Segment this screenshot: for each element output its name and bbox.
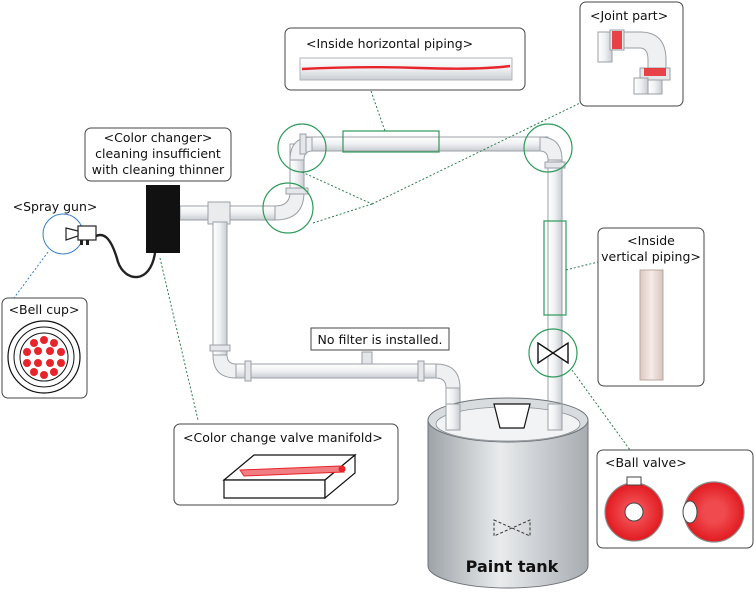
bell-cup-leader [13,251,49,299]
inside-horizontal-piping-title: <Inside horizontal piping> [306,36,473,51]
joint-part-callout: <Joint part> [579,1,684,107]
ball-valve-title: <Ball valve> [605,455,687,470]
joint-part-title: <Joint part> [590,8,668,23]
paint-residue-line [301,64,511,71]
paint-tank: Paint tank [427,397,589,589]
piping-network [179,133,566,441]
ball-valve-callout: <Ball valve> [596,449,754,549]
inside-horizontal-piping-callout: <Inside horizontal piping> [284,27,526,91]
no-filter-label: No filter is installed. [318,332,443,347]
inside-vertical-piping-title-line2: vertical piping> [601,249,701,264]
ball-valve-symbol [537,341,569,365]
bell-cup-title: <Bell cup> [9,302,80,317]
spray-gun-icon [65,225,97,245]
color-changer-unit [146,185,180,253]
paint-tank-label: Paint tank [466,557,559,576]
ball-valve-closed-icon [682,481,745,543]
bell-cup-icon [7,320,81,394]
bell-cup-callout: <Bell cup> [1,297,88,399]
color-changer-note-line2: with cleaning thinner [92,162,225,177]
color-change-valve-manifold-title: <Color change valve manifold> [183,430,383,445]
vertical-pipe-interior [639,269,664,381]
spray-hose [95,233,157,279]
color-changer-title: <Color changer> [104,130,213,145]
inside-vertical-piping-callout: <Inside vertical piping> [597,227,705,387]
ball-valve-open-icon [604,476,664,542]
joint-elbow-icon [597,29,671,95]
spray-gun-label: <Spray gun> [13,199,98,214]
manifold-block-icon [222,453,357,500]
no-filter-callout: No filter is installed. [310,327,450,351]
color-changer-note-line1: cleaning insufficient [95,146,221,161]
color-changer-callout: <Color changer> cleaning insufficient wi… [84,127,232,182]
color-change-valve-manifold-callout: <Color change valve manifold> [173,423,399,506]
inside-vertical-piping-title-line1: <Inside [627,233,675,248]
